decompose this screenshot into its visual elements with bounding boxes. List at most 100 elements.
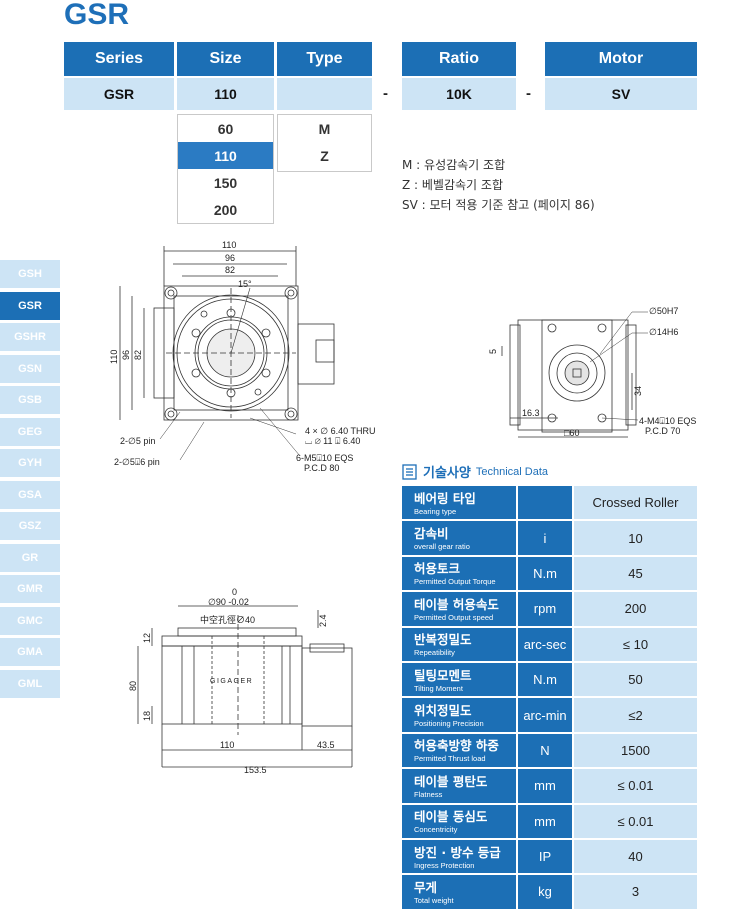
type-option[interactable]: Z — [320, 147, 329, 164]
series-tab-gsa[interactable]: GSA — [0, 480, 60, 509]
series-tab-gsz[interactable]: GSZ — [0, 512, 60, 540]
spec-name-en: Total weight — [414, 895, 454, 905]
spec-name: 무게 — [414, 879, 438, 895]
dim-2-4: 2.4 — [318, 614, 328, 627]
header-size: Size — [177, 42, 274, 76]
dim-phi14: ∅14H6 — [649, 327, 678, 337]
header-ratio: Ratio — [402, 42, 516, 76]
flange-view-drawing: ∅50H7 ∅14H6 5 34 16.3 □60 4-M4⍗10 EQS P.… — [488, 306, 696, 438]
tech-title-en: Technical Data — [475, 465, 548, 478]
size-option-selected[interactable]: 110 — [178, 142, 273, 169]
tol-upper: 0 — [232, 587, 237, 597]
spec-value: 10 — [574, 521, 697, 555]
spec-name-en: Flatness — [414, 789, 443, 799]
spec-unit: mm — [518, 804, 572, 838]
spec-name: 반복정밀도 — [414, 632, 472, 648]
value-series: GSR — [64, 78, 174, 110]
brand-label: GIGAGER — [210, 678, 253, 685]
spec-unit: IP — [518, 839, 572, 874]
front-view-drawing: 0 ∅90 -0.02 中空孔徑∅40 GIGAGER 2.4 12 80 18… — [128, 587, 353, 775]
spec-unit: arc-min — [518, 698, 572, 732]
spec-name-en: Permitted Thrust load — [414, 754, 486, 764]
spec-value: 1500 — [574, 733, 697, 768]
series-tab-gma[interactable]: GMA — [0, 638, 60, 666]
dim-110: 110 — [222, 240, 236, 250]
dim-sq60: □60 — [564, 428, 579, 438]
tech-title-ko: 기술사양 — [423, 466, 471, 481]
series-tab-gsn[interactable]: GSN — [0, 354, 60, 383]
series-tab-gmr[interactable]: GMR — [0, 575, 60, 603]
spec-value: 50 — [574, 662, 697, 697]
spec-unit: N — [518, 733, 572, 768]
spec-unit: N.m — [518, 556, 572, 591]
flange-tap-2: P.C.D 70 — [645, 426, 680, 436]
spec-unit: kg — [518, 875, 572, 909]
spec-unit — [518, 486, 572, 520]
dim-5: 5 — [488, 349, 498, 354]
spec-name: 허용축방향 하중 — [414, 738, 499, 754]
type-option[interactable]: M — [318, 120, 331, 137]
spec-name: 감속비 — [414, 526, 449, 542]
dim-16-3: 16.3 — [522, 408, 540, 418]
angle-15: 15° — [238, 279, 252, 289]
vdim-96: 96 — [121, 350, 131, 360]
note-line: Z : 베벨감속기 조합 — [402, 178, 503, 192]
dim-153-5: 153.5 — [244, 765, 267, 775]
size-option[interactable]: 150 — [213, 174, 238, 191]
spec-name-en: Permitted Output speed — [414, 612, 494, 622]
separator-dash: - — [383, 85, 388, 102]
value-ratio: 10K — [402, 78, 516, 110]
spec-name: 테이블 동심도 — [414, 809, 488, 825]
spec-name: 테이블 허용속도 — [414, 596, 499, 612]
note-line: SV : 모터 적용 기준 참고 (페이지 86) — [402, 198, 595, 212]
tap-callout-1: 6-M5⍗10 EQS — [296, 453, 353, 463]
spec-name-en: overall gear ratio — [414, 542, 470, 552]
dim-43-5: 43.5 — [317, 740, 335, 750]
series-tab-gyh[interactable]: GYH — [0, 449, 60, 477]
dim-34: 34 — [633, 386, 643, 396]
spec-name-en: Tilting Moment — [414, 683, 463, 693]
spec-value: ≤ 10 — [574, 627, 697, 661]
spec-unit: arc-sec — [518, 627, 572, 661]
spec-unit: rpm — [518, 592, 572, 626]
spec-name-en: Concentricity — [414, 825, 458, 835]
series-tab-gml[interactable]: GML — [0, 669, 60, 698]
value-type — [277, 78, 372, 110]
tap-callout-2: P.C.D 80 — [304, 463, 339, 473]
size-option[interactable]: 200 — [213, 201, 238, 218]
hollow-label: 中空孔徑∅40 — [200, 614, 255, 625]
flange-tap-1: 4-M4⍗10 EQS — [639, 416, 696, 426]
type-options-list: M Z — [277, 114, 372, 172]
spec-name-en: Repeatibility — [414, 648, 455, 658]
dim-96: 96 — [225, 253, 235, 263]
series-tab-geg[interactable]: GEG — [0, 417, 60, 446]
size-option[interactable]: 60 — [217, 120, 234, 137]
spec-name: 위치정밀도 — [414, 703, 472, 719]
dim-82: 82 — [225, 265, 235, 275]
series-tab-gsb[interactable]: GSB — [0, 386, 60, 414]
header-series: Series — [64, 42, 174, 76]
dim-phi50: ∅50H7 — [649, 306, 678, 316]
dim-18: 18 — [142, 711, 152, 721]
series-tab-gshr[interactable]: GSHR — [0, 323, 60, 351]
series-tab-gr[interactable]: GR — [0, 543, 60, 572]
series-tab-gmc[interactable]: GMC — [0, 606, 60, 635]
series-tab-gsh[interactable]: GSH — [0, 260, 60, 288]
value-size: 110 — [177, 78, 274, 110]
dim-110-front: 110 — [220, 740, 234, 750]
spec-name: 방진 · 방수 등급 — [414, 844, 501, 860]
header-type: Type — [277, 42, 372, 76]
spec-name: 허용토크 — [414, 561, 461, 577]
dim-phi90: ∅90 -0.02 — [208, 597, 249, 607]
spec-unit: i — [518, 521, 572, 555]
pin-callout-2: 2-∅5⍗6 pin — [114, 457, 160, 467]
separator-dash: - — [526, 85, 531, 102]
spec-name: 틸팅모멘트 — [414, 667, 472, 683]
series-tab-gsr[interactable]: GSR — [0, 291, 60, 320]
spec-name-en: Positioning Precision — [414, 719, 484, 729]
